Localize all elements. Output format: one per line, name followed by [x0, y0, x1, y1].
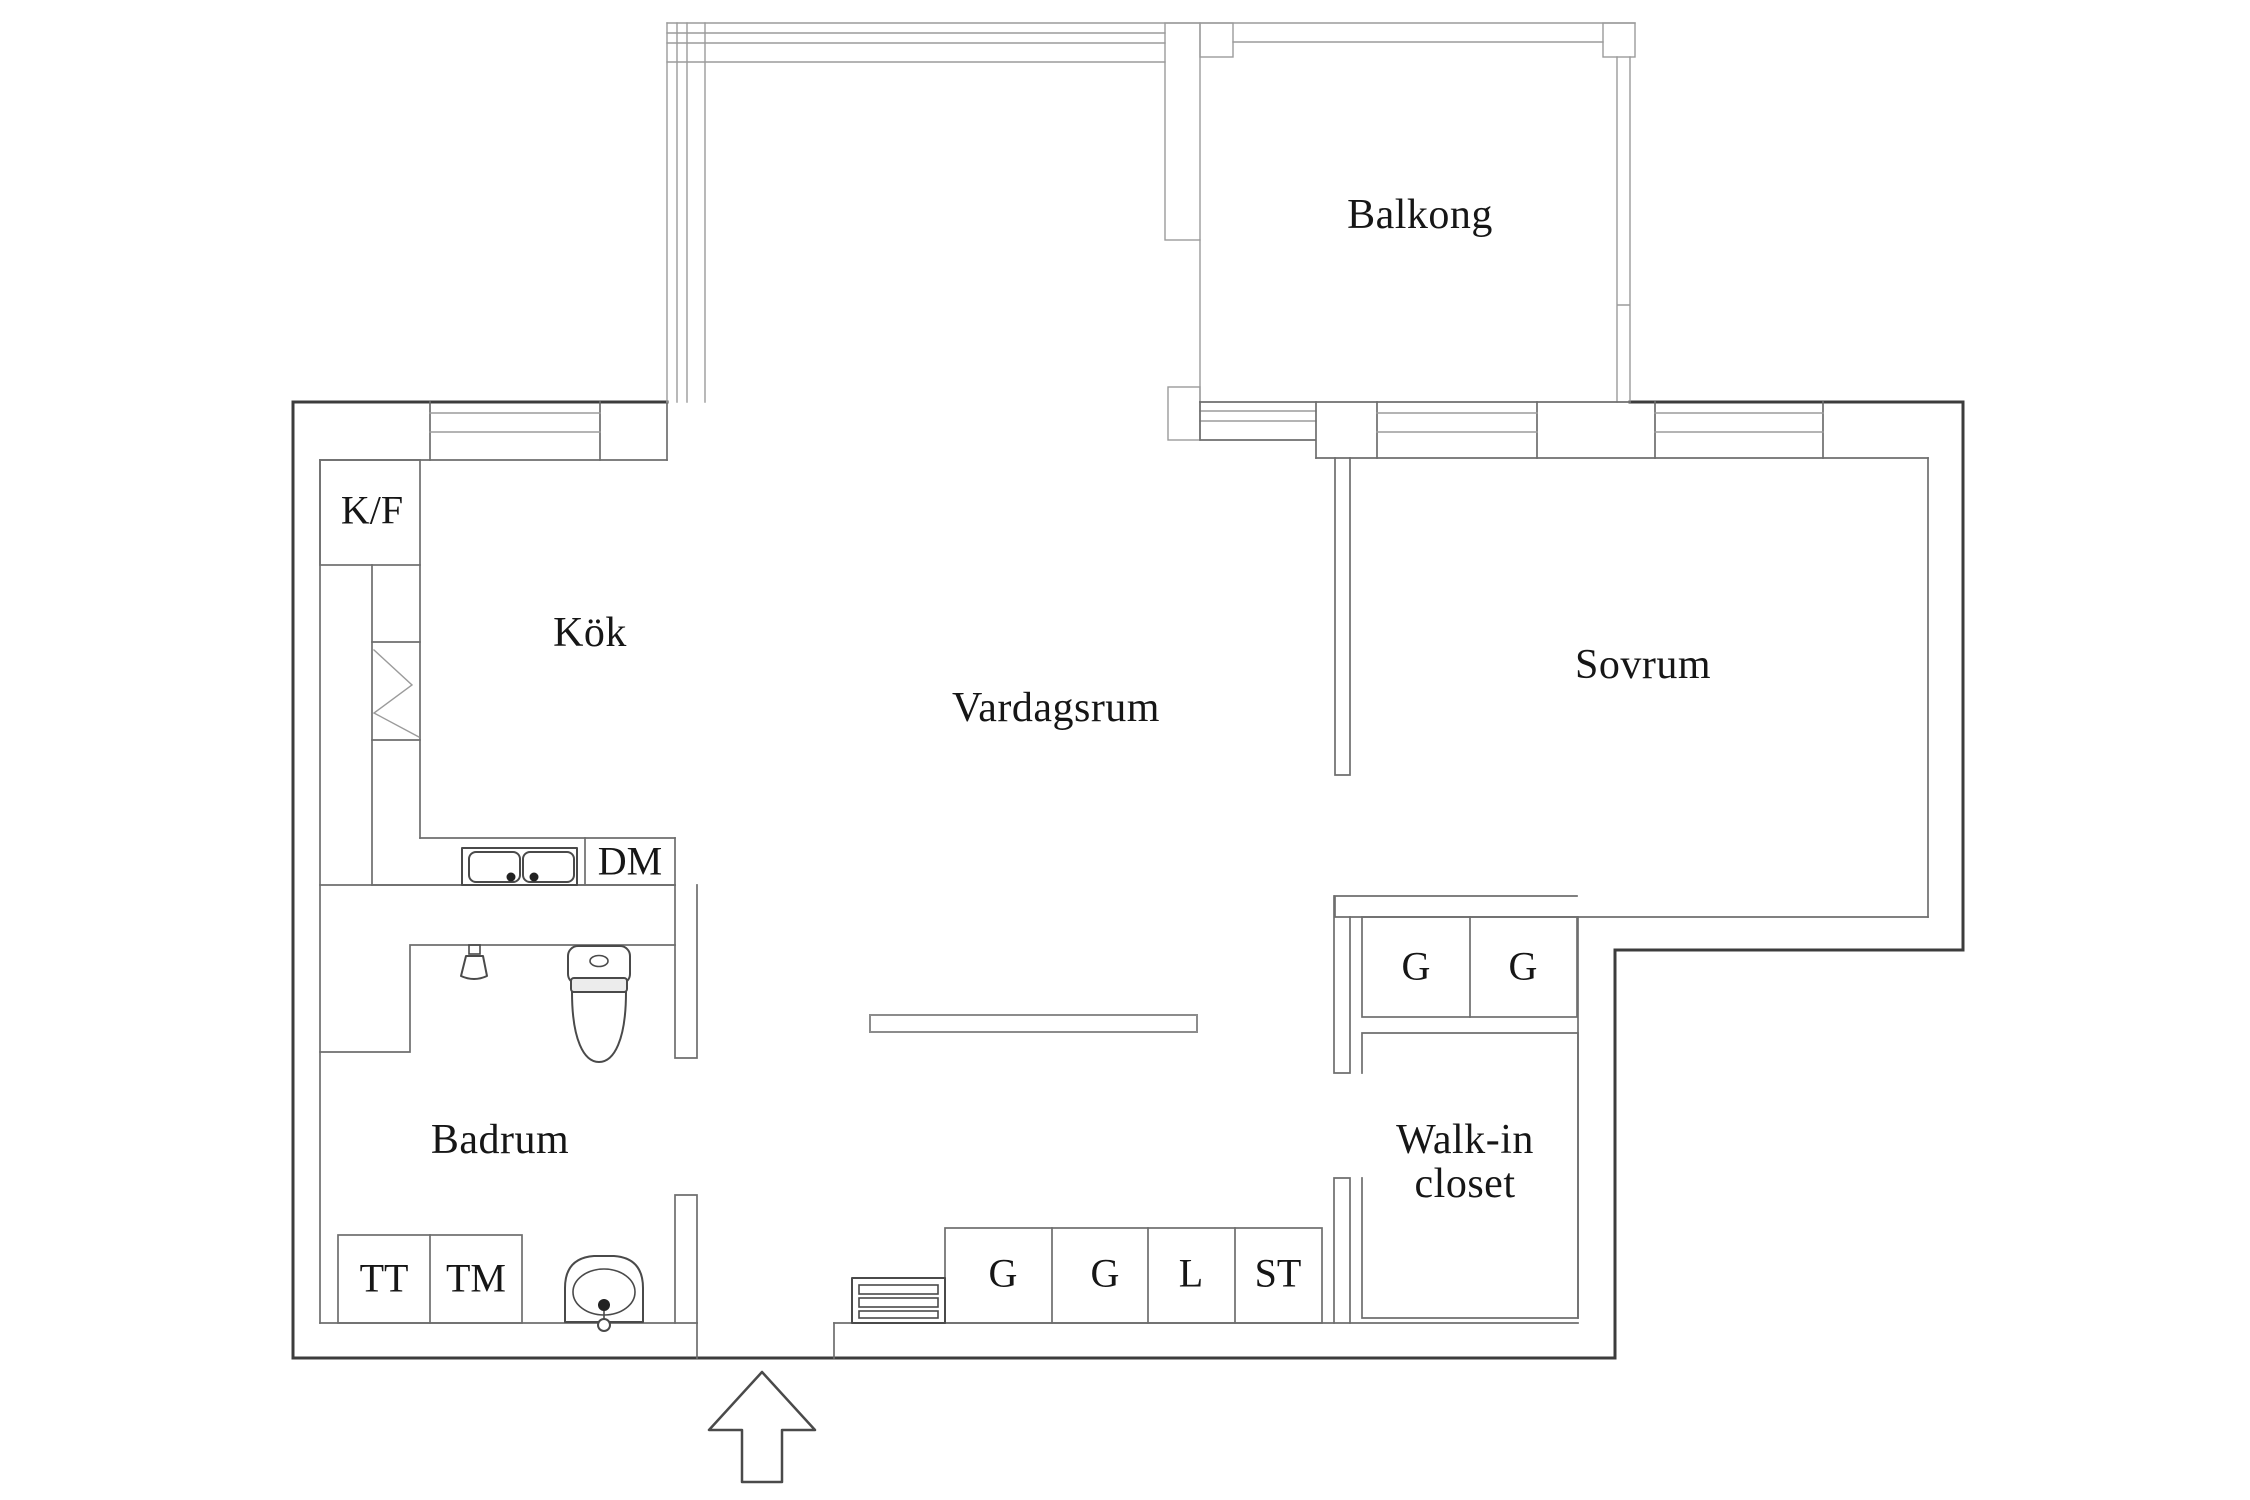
bathroom-east-wall-lower — [674, 1194, 698, 1324]
entry-direction-arrow — [707, 1370, 817, 1484]
shoe-rack-icon — [851, 1277, 946, 1324]
fixture-label-l: L — [1178, 1250, 1204, 1296]
bathroom-sink-icon — [564, 1255, 644, 1332]
balcony-east-wall — [1616, 56, 1631, 403]
room-label-kok: Kök — [553, 610, 627, 656]
fixture-label-g4: G — [1090, 1250, 1120, 1296]
fixture-label-g3: G — [988, 1250, 1018, 1296]
fixture-label-tm: TM — [446, 1255, 506, 1301]
shower-mixer-icon — [460, 944, 488, 980]
outer-walls — [291, 400, 1965, 1360]
entry-door-jambs — [696, 1322, 835, 1359]
room-label-walk-in-2: closet — [1414, 1161, 1516, 1207]
cabinet-diagonal-marker — [372, 649, 420, 738]
window-bedroom-2 — [1654, 412, 1824, 433]
balcony-pillar — [1164, 22, 1201, 241]
room-label-sovrum: Sovrum — [1574, 642, 1712, 688]
balcony-structure — [666, 22, 1636, 441]
glazing-strip-west — [666, 22, 706, 403]
balcony-door-pier — [1167, 386, 1201, 441]
balcony-door — [1199, 401, 1317, 459]
bathroom-walls — [319, 837, 1579, 1359]
hall-closet-wall-lower — [1333, 1177, 1351, 1324]
top-wall-right — [1199, 401, 1929, 459]
toilet-icon — [567, 945, 631, 1063]
fridge-freezer-box — [319, 459, 421, 566]
window-bedroom-1 — [1376, 412, 1538, 433]
kitchen-units — [319, 459, 676, 886]
room-label-walk-in-1: Walk-in — [1396, 1117, 1534, 1163]
fixture-label-dm: DM — [597, 838, 663, 884]
bedroom-west-wall — [1334, 457, 1351, 776]
bathroom-east-wall-upper — [674, 837, 698, 1059]
fixture-label-st: ST — [1254, 1250, 1302, 1296]
fixture-label-tt: TT — [359, 1255, 409, 1301]
walk-in-closet-walls — [1361, 1032, 1579, 1319]
room-label-badrum: Badrum — [430, 1117, 570, 1163]
room-label-vardagsrum: Vardagsrum — [952, 685, 1160, 731]
fixture-label-kf: K/F — [340, 487, 404, 533]
room-label-balkong: Balkong — [1347, 192, 1493, 238]
fixture-label-g2: G — [1508, 943, 1538, 989]
hall-closet-wall-upper — [1333, 895, 1351, 1074]
fixture-label-g1: G — [1401, 943, 1431, 989]
sideboard-icon — [869, 1014, 1198, 1033]
kitchen-sink-icon — [461, 847, 578, 886]
